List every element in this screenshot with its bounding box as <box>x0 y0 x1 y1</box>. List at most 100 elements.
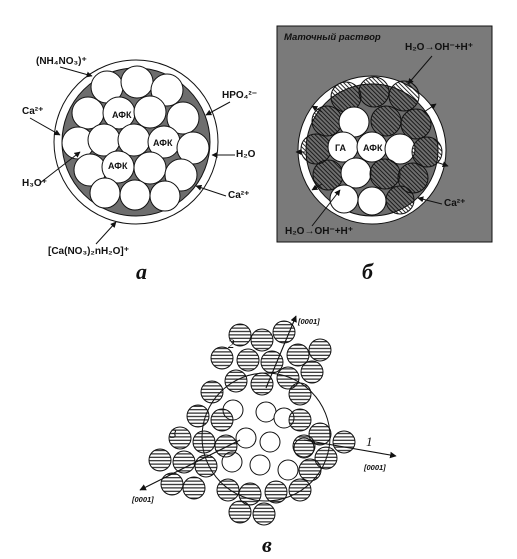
sphere-hatched <box>411 136 443 168</box>
sphere-hatched <box>288 382 312 406</box>
sphere-hatched <box>314 446 338 470</box>
sphere <box>89 177 121 209</box>
sphere-hatched <box>228 500 252 524</box>
panel-c: [0001] [0001] [0001] 1 2 3 в <box>131 315 397 557</box>
sphere-hatched <box>168 426 192 450</box>
branch-number-3: 3 <box>169 426 177 441</box>
sphere <box>277 459 299 481</box>
arrow <box>39 151 81 184</box>
sphere-hatched <box>194 454 218 478</box>
reaction-top: H₂O→OH⁻+H⁺ <box>405 42 473 53</box>
sphere-hatched <box>400 108 432 140</box>
arrow <box>407 55 433 85</box>
sphere <box>150 73 184 107</box>
sphere-hatched <box>228 323 252 347</box>
panel-c-label: в <box>262 532 272 557</box>
sphere <box>117 123 151 157</box>
sphere-hatched <box>358 76 390 108</box>
axis-arrow-up <box>265 315 297 389</box>
arrow <box>417 196 443 205</box>
core-label-afk: АФК <box>363 143 383 153</box>
arrow <box>435 161 449 168</box>
reaction-bottom: H₂O→OH⁻+H⁺ <box>285 226 353 237</box>
sphere <box>249 454 271 476</box>
sphere-hatched <box>210 408 234 432</box>
sphere-hatched <box>369 158 401 190</box>
direction-axes <box>139 315 397 491</box>
arrow <box>195 184 227 197</box>
ion-label-h3o: H₃O⁺ <box>22 178 47 189</box>
sphere <box>357 186 387 216</box>
sphere <box>255 401 277 423</box>
sphere-hatched <box>272 320 296 344</box>
sphere-hatched <box>300 133 332 165</box>
arrow <box>205 101 231 116</box>
arrow <box>59 66 93 78</box>
panel-b: Маточный раствор ГА АФК H₂O→OH⁻+H⁺ <box>276 25 493 284</box>
spheres-a <box>61 65 210 212</box>
sphere-hatched <box>160 472 184 496</box>
branch-number-1: 1 <box>366 434 373 449</box>
arrows-b <box>295 55 449 227</box>
sphere <box>133 95 167 129</box>
spheres-b <box>300 76 443 216</box>
sphere-hatched <box>200 380 224 404</box>
ion-label-nh4no3: (NH₄NO₃)⁺ <box>36 56 87 67</box>
arrow <box>95 221 117 245</box>
arrow <box>29 117 61 136</box>
sphere-hatched <box>250 328 274 352</box>
sphere-hatched <box>148 448 172 472</box>
sphere <box>340 157 372 189</box>
sphere-hatched <box>216 478 240 502</box>
ion-label-ca: Ca²⁺ <box>444 198 465 209</box>
core-label: АФК <box>153 138 173 148</box>
ion-label-ca-nitrate: [Ca(NO₃)₂nH₂O]⁺ <box>48 246 129 257</box>
sphere-hatched <box>186 404 210 428</box>
sphere-hatched <box>172 450 196 474</box>
sphere-hatched <box>252 502 276 526</box>
core-label: АФК <box>108 161 128 171</box>
sphere-hatched <box>397 162 429 194</box>
sphere-hatched <box>238 482 262 506</box>
sphere-hatched <box>264 480 288 504</box>
direction-label-up: [0001] <box>297 317 320 326</box>
sphere-hatched <box>182 476 206 500</box>
arrow <box>311 105 323 113</box>
sphere-hatched <box>250 372 274 396</box>
sphere-hatched <box>311 105 343 137</box>
direction-label-right: [0001] <box>363 463 386 472</box>
sphere <box>120 65 154 99</box>
panel-a: АФК АФК АФК (NH₄NO₃)⁺ Ca²⁺ HPO₄²⁻ H₂O H₃… <box>22 56 257 284</box>
sphere-hatched <box>385 185 415 215</box>
sphere-hatched <box>192 430 216 454</box>
sphere-hatched <box>300 360 324 384</box>
arrow <box>311 189 341 227</box>
arrow <box>423 103 437 113</box>
sphere-hatched <box>308 422 332 446</box>
core-label-ga: ГА <box>335 143 347 153</box>
sphere-hatched <box>292 434 316 458</box>
branch-number-2: 2 <box>228 336 235 351</box>
sphere-hatched <box>286 343 310 367</box>
ion-label-ca-right: Ca²⁺ <box>228 190 249 201</box>
sphere-hatched <box>214 434 238 458</box>
sphere-hatched <box>288 408 312 432</box>
arrow <box>311 183 323 191</box>
sphere-hatched <box>370 105 402 137</box>
sphere-hatched <box>298 458 322 482</box>
sphere-hatched <box>236 348 260 372</box>
panel-a-label: а <box>136 259 147 284</box>
sphere <box>235 427 257 449</box>
sphere-hatched <box>332 430 356 454</box>
sphere-hatched <box>312 159 344 191</box>
sphere-hatched <box>224 369 248 393</box>
sphere <box>71 96 105 130</box>
sphere-hatched <box>288 478 312 502</box>
sphere-hatched <box>388 80 420 112</box>
sphere-hatched <box>210 346 234 370</box>
sphere-hatched <box>308 338 332 362</box>
arrows-a <box>29 66 235 245</box>
sphere <box>259 431 281 453</box>
direction-label-left: [0001] <box>131 495 154 504</box>
